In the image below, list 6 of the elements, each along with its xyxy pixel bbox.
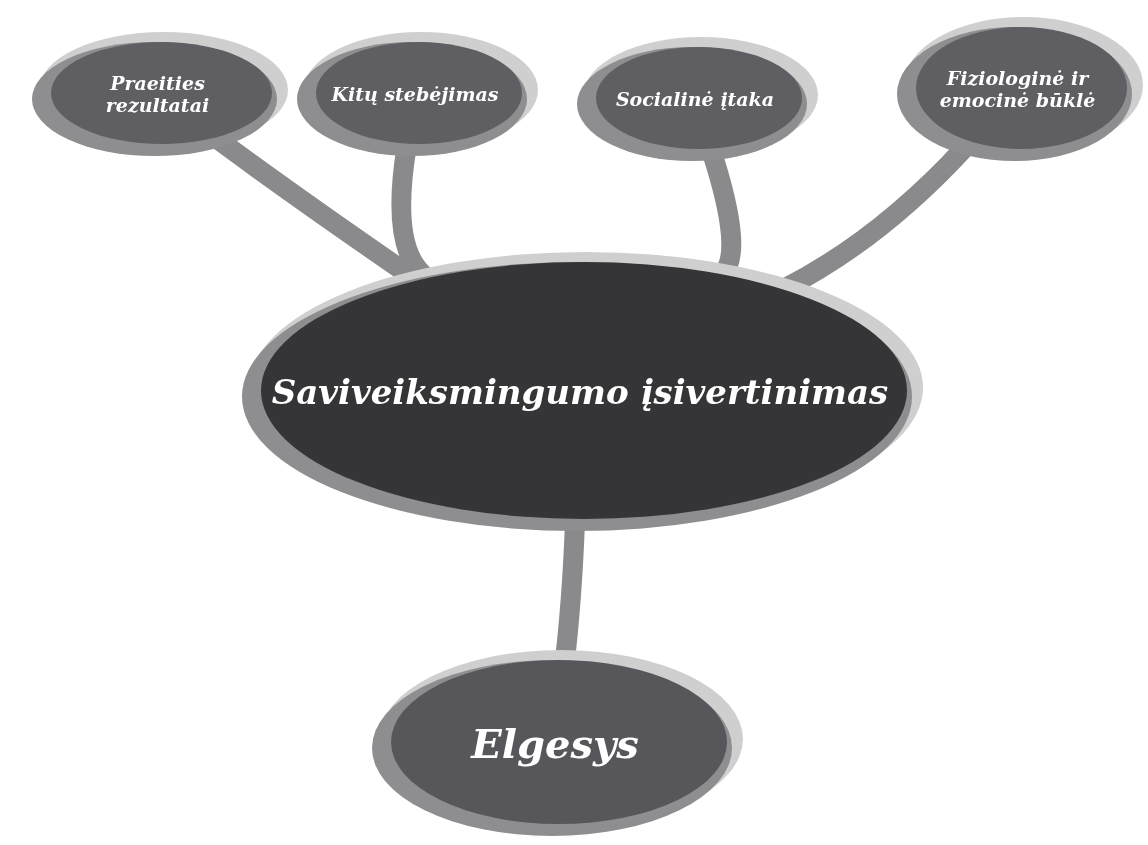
node-label: Kitų stebėjimas	[330, 84, 500, 106]
node-label: Praeities rezultatai	[104, 73, 211, 117]
node-label: Socialinė įtaka	[614, 89, 776, 111]
node-label: Elgesys	[469, 721, 640, 767]
node-label: Fiziologinė ir emocinė būklė	[938, 68, 1097, 112]
node-label: Saviveiksmingumo įsivertinimas	[270, 372, 890, 413]
